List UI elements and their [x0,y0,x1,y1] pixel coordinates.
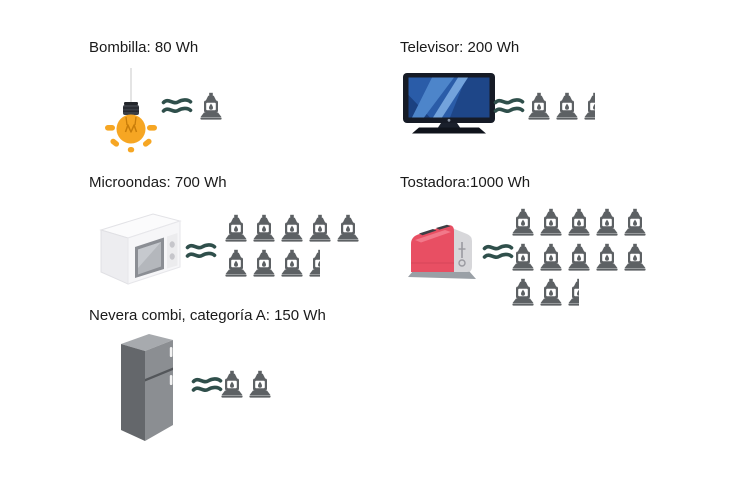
unit-lamp-icon [511,243,535,271]
approx-equals-icon [185,240,217,262]
unit-lamp-icon [220,370,244,398]
unit-lamp-icon [224,249,248,277]
unit-lamp-icon [567,243,591,271]
appliance-label-nevera: Nevera combi, categoría A: 150 Wh [89,307,326,324]
toaster-icon [405,218,483,284]
unit-lamp-icon [199,92,223,120]
unit-icon-grid-tostadora [511,208,647,306]
lightbulb-icon [104,68,158,154]
unit-lamp-icon [224,214,248,242]
unit-lamp-icon [595,243,619,271]
unit-lamp-icon [511,278,535,306]
appliance-label-televisor: Televisor: 200 Wh [400,39,520,56]
unit-lamp-icon [280,214,304,242]
unit-lamp-icon [308,214,332,242]
unit-lamp-icon [336,214,360,242]
microwave-icon [97,206,183,286]
appliance-label-bombilla: Bombilla: 80 Wh [89,39,199,56]
unit-lamp-icon [623,243,647,271]
unit-lamp-icon [252,249,276,277]
approx-equals-icon [482,241,514,263]
half-unit-lamp-icon [583,92,595,120]
unit-lamp-icon [527,92,551,120]
approx-equals-icon [493,95,525,117]
unit-lamp-icon [595,208,619,236]
unit-lamp-icon [252,214,276,242]
unit-lamp-icon [623,208,647,236]
unit-lamp-icon [280,249,304,277]
approx-equals-icon [161,95,193,117]
unit-lamp-icon [555,92,579,120]
approx-equals-icon [191,374,223,396]
unit-lamp-icon [539,243,563,271]
half-unit-lamp-icon [308,249,320,277]
unit-lamp-icon [539,278,563,306]
half-unit-lamp-icon [567,278,579,306]
unit-icon-grid-nevera [220,370,272,398]
appliance-label-tostadora: Tostadora:1000 Wh [400,174,531,191]
unit-lamp-icon [511,208,535,236]
tv-icon [402,73,496,135]
unit-lamp-icon [248,370,272,398]
fridge-icon [117,331,175,443]
unit-icon-grid-bombilla [199,92,223,120]
appliance-label-microondas: Microondas: 700 Wh [89,174,227,191]
unit-lamp-icon [539,208,563,236]
unit-icon-grid-televisor [527,92,595,120]
unit-lamp-icon [567,208,591,236]
unit-icon-grid-microondas [224,214,360,277]
